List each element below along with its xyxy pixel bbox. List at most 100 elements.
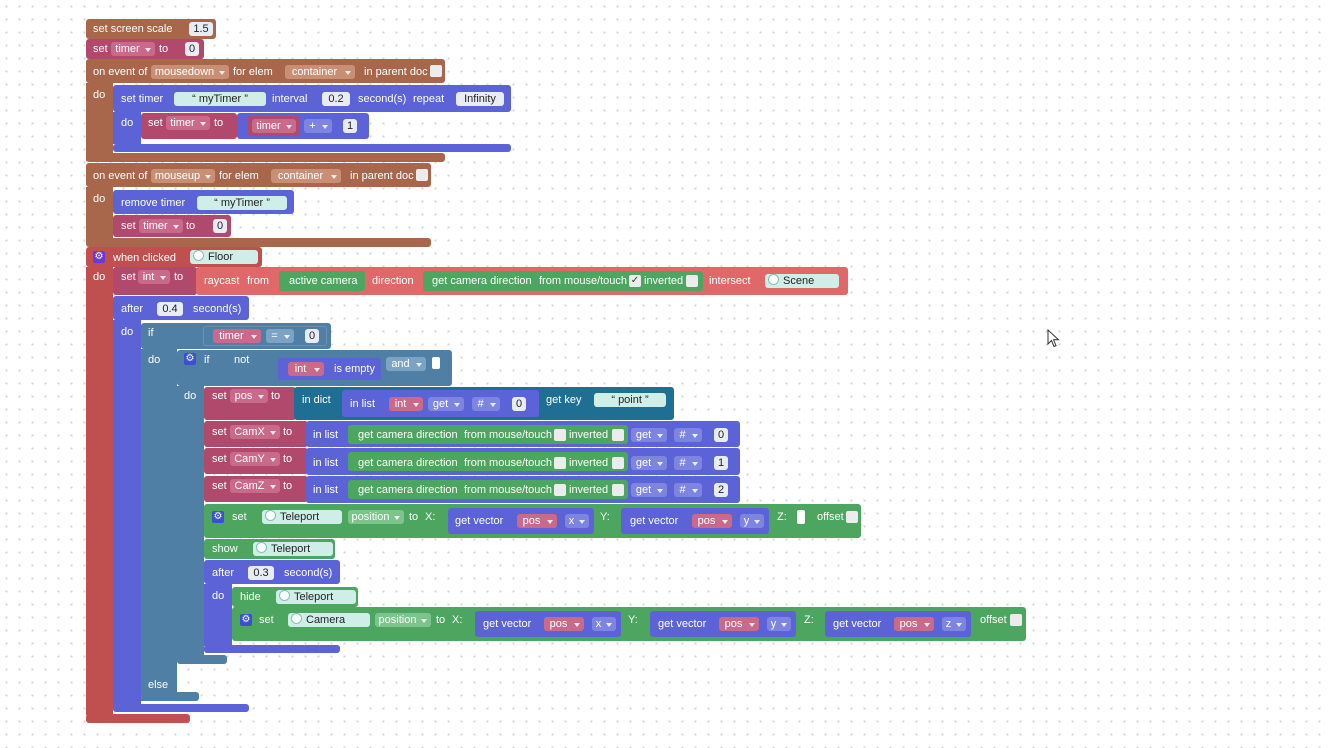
compare-value[interactable]: 0	[305, 329, 319, 343]
from-mouse-checkbox[interactable]	[554, 484, 566, 496]
interval-label: interval	[272, 93, 308, 105]
in-parent-doc-checkbox[interactable]	[416, 169, 428, 181]
get-vector-label: get vector	[833, 618, 882, 630]
camx-variable-dropdown[interactable]: CamX	[230, 425, 280, 439]
camz-variable-dropdown[interactable]: CamZ	[230, 479, 280, 493]
index-mode-dropdown[interactable]: #	[674, 456, 702, 470]
operator-dropdown[interactable]: +	[304, 119, 332, 133]
inverted-checkbox[interactable]	[612, 457, 624, 469]
mouseup-event-dropdown[interactable]: mouseup	[151, 169, 215, 183]
mousedown-event-block[interactable]	[86, 59, 445, 83]
after-delay-value[interactable]: 0.4	[157, 302, 183, 316]
and-operator-dropdown[interactable]: and	[386, 357, 426, 371]
index-mode-dropdown[interactable]: #	[674, 428, 702, 442]
gear-icon[interactable]: ⚙	[184, 353, 196, 365]
do-label: do	[93, 193, 106, 205]
camy-index[interactable]: 1	[714, 456, 728, 470]
mousedown-event-dropdown[interactable]: mousedown	[151, 65, 229, 79]
offset-label: offset	[980, 614, 1007, 626]
get-mode-dropdown[interactable]: get	[631, 428, 667, 442]
gear-icon[interactable]: ⚙	[240, 614, 252, 626]
empty-z-slot[interactable]	[797, 510, 805, 524]
raycast-label: raycast	[204, 275, 240, 287]
int-list-dropdown[interactable]: int	[389, 397, 423, 411]
if2-do-label: do	[184, 390, 197, 402]
point-key-string[interactable]: “ point ”	[594, 393, 666, 407]
container-dropdown[interactable]: container	[285, 65, 355, 79]
after-delay-value[interactable]: 0.3	[248, 566, 274, 580]
camx-index[interactable]: 0	[714, 428, 728, 442]
after-body-2	[204, 584, 232, 646]
to-label: to	[283, 426, 293, 438]
timer-variable-dropdown[interactable]: timer	[166, 116, 210, 130]
from-mouse-checkbox[interactable]	[554, 457, 566, 469]
timer-variable-dropdown[interactable]: timer	[111, 42, 155, 56]
timer-variable-dropdown[interactable]: timer	[213, 329, 261, 343]
when-clicked-foot	[86, 714, 190, 723]
timer-init-value[interactable]: 0	[185, 42, 199, 56]
pos-variable-dropdown[interactable]: pos	[544, 617, 584, 631]
reset-timer-value[interactable]: 0	[213, 219, 227, 233]
offset-checkbox[interactable]	[1010, 614, 1022, 626]
for-elem-label: for elem	[233, 66, 273, 78]
teleport-object-dropdown[interactable]: Teleport	[262, 510, 342, 524]
set-label: set	[121, 271, 136, 283]
timer-getter-dropdown[interactable]: timer	[252, 119, 296, 133]
inverted-checkbox[interactable]	[612, 429, 624, 441]
pos-variable-dropdown[interactable]: pos	[894, 617, 934, 631]
screen-scale-value[interactable]: 1.5	[189, 22, 213, 36]
gear-icon[interactable]: ⚙	[212, 511, 224, 523]
after-label: after	[121, 303, 144, 315]
camera-object-dropdown[interactable]: Camera	[288, 613, 370, 627]
inverted-checkbox[interactable]	[612, 484, 624, 496]
y-component-dropdown[interactable]: y	[767, 617, 791, 631]
mouse-cursor-icon	[1047, 329, 1060, 348]
pos-variable-dropdown[interactable]: pos	[692, 514, 732, 528]
index-mode-dropdown[interactable]: #	[674, 483, 702, 497]
from-mouse-checkbox[interactable]	[554, 429, 566, 441]
floor-object-dropdown[interactable]: Floor	[190, 250, 258, 264]
get-mode-dropdown[interactable]: get	[631, 483, 667, 497]
camz-index[interactable]: 2	[714, 483, 728, 497]
int-variable-dropdown[interactable]: int	[138, 270, 170, 284]
inverted-checkbox[interactable]	[686, 275, 698, 287]
index-value[interactable]: 0	[512, 397, 526, 411]
gear-icon[interactable]: ⚙	[93, 251, 105, 263]
x-component-dropdown[interactable]: x	[565, 514, 589, 528]
offset-checkbox[interactable]	[846, 511, 858, 523]
scene-object-dropdown[interactable]: Scene	[765, 274, 839, 288]
y-component-dropdown[interactable]: y	[740, 514, 764, 528]
position-property-dropdown[interactable]: position	[348, 510, 404, 524]
pos-variable-dropdown[interactable]: pos	[230, 389, 268, 403]
pos-variable-dropdown[interactable]: pos	[517, 514, 557, 528]
active-camera-block[interactable]	[279, 271, 365, 291]
int-variable-dropdown[interactable]: int	[288, 362, 324, 376]
do-label: do	[93, 89, 106, 101]
compare-operator-dropdown[interactable]: =	[266, 329, 294, 343]
mouseup-event-block[interactable]	[86, 163, 431, 187]
x-component-dropdown[interactable]: x	[592, 617, 616, 631]
set-screen-scale-block[interactable]	[86, 19, 216, 39]
increment-value[interactable]: 1	[343, 119, 357, 133]
set-timer-block[interactable]	[113, 85, 511, 112]
teleport-object-dropdown[interactable]: Teleport	[276, 590, 356, 604]
pos-variable-dropdown[interactable]: pos	[719, 617, 759, 631]
z-component-dropdown[interactable]: z	[942, 617, 966, 631]
index-mode-dropdown[interactable]: #	[472, 397, 500, 411]
empty-condition-slot[interactable]	[432, 357, 440, 369]
timer-name: myTimer	[198, 93, 242, 105]
teleport-object-dropdown[interactable]: Teleport	[253, 542, 333, 556]
get-mode-dropdown[interactable]: get	[428, 397, 464, 411]
repeat-value[interactable]: Infinity	[456, 92, 504, 106]
position-property-dropdown[interactable]: position	[375, 613, 431, 627]
from-mouse-checkbox[interactable]: ✓	[629, 275, 641, 287]
camy-variable-dropdown[interactable]: CamY	[230, 452, 280, 466]
timer-name-string[interactable]: “ myTimer ”	[174, 92, 266, 106]
for-elem-label: for elem	[219, 170, 259, 182]
container-dropdown[interactable]: container	[271, 169, 341, 183]
interval-value[interactable]: 0.2	[322, 92, 350, 106]
get-mode-dropdown[interactable]: get	[631, 456, 667, 470]
in-parent-doc-checkbox[interactable]	[430, 65, 442, 77]
remove-timer-name-string[interactable]: “ myTimer ”	[197, 196, 287, 210]
timer-variable-dropdown[interactable]: timer	[139, 219, 183, 233]
